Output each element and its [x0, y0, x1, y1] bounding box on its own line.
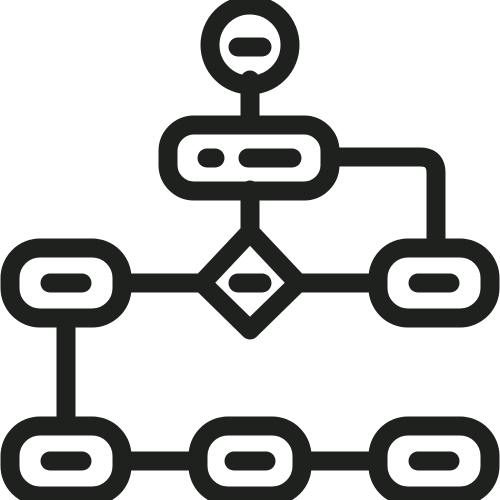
decision-node	[192, 222, 308, 340]
decision-diamond	[192, 222, 308, 340]
process-node-left	[0, 238, 132, 328]
process-node-right	[368, 238, 500, 328]
process-box-right	[368, 238, 500, 328]
start-circle	[200, 0, 300, 95]
process-box-left	[0, 238, 132, 328]
connector-process-to-right-node	[320, 147, 446, 258]
start-node	[200, 0, 300, 95]
process-node-bottom-right	[368, 416, 500, 500]
process-box-bottom-middle	[188, 416, 312, 500]
process-node-bottom-left	[0, 416, 132, 500]
process-node-top	[158, 115, 340, 201]
process-box-bottom-left	[0, 416, 132, 500]
process-node-bottom-middle	[188, 416, 312, 500]
process-box-top	[158, 115, 340, 201]
process-box-bottom-right	[368, 416, 500, 500]
